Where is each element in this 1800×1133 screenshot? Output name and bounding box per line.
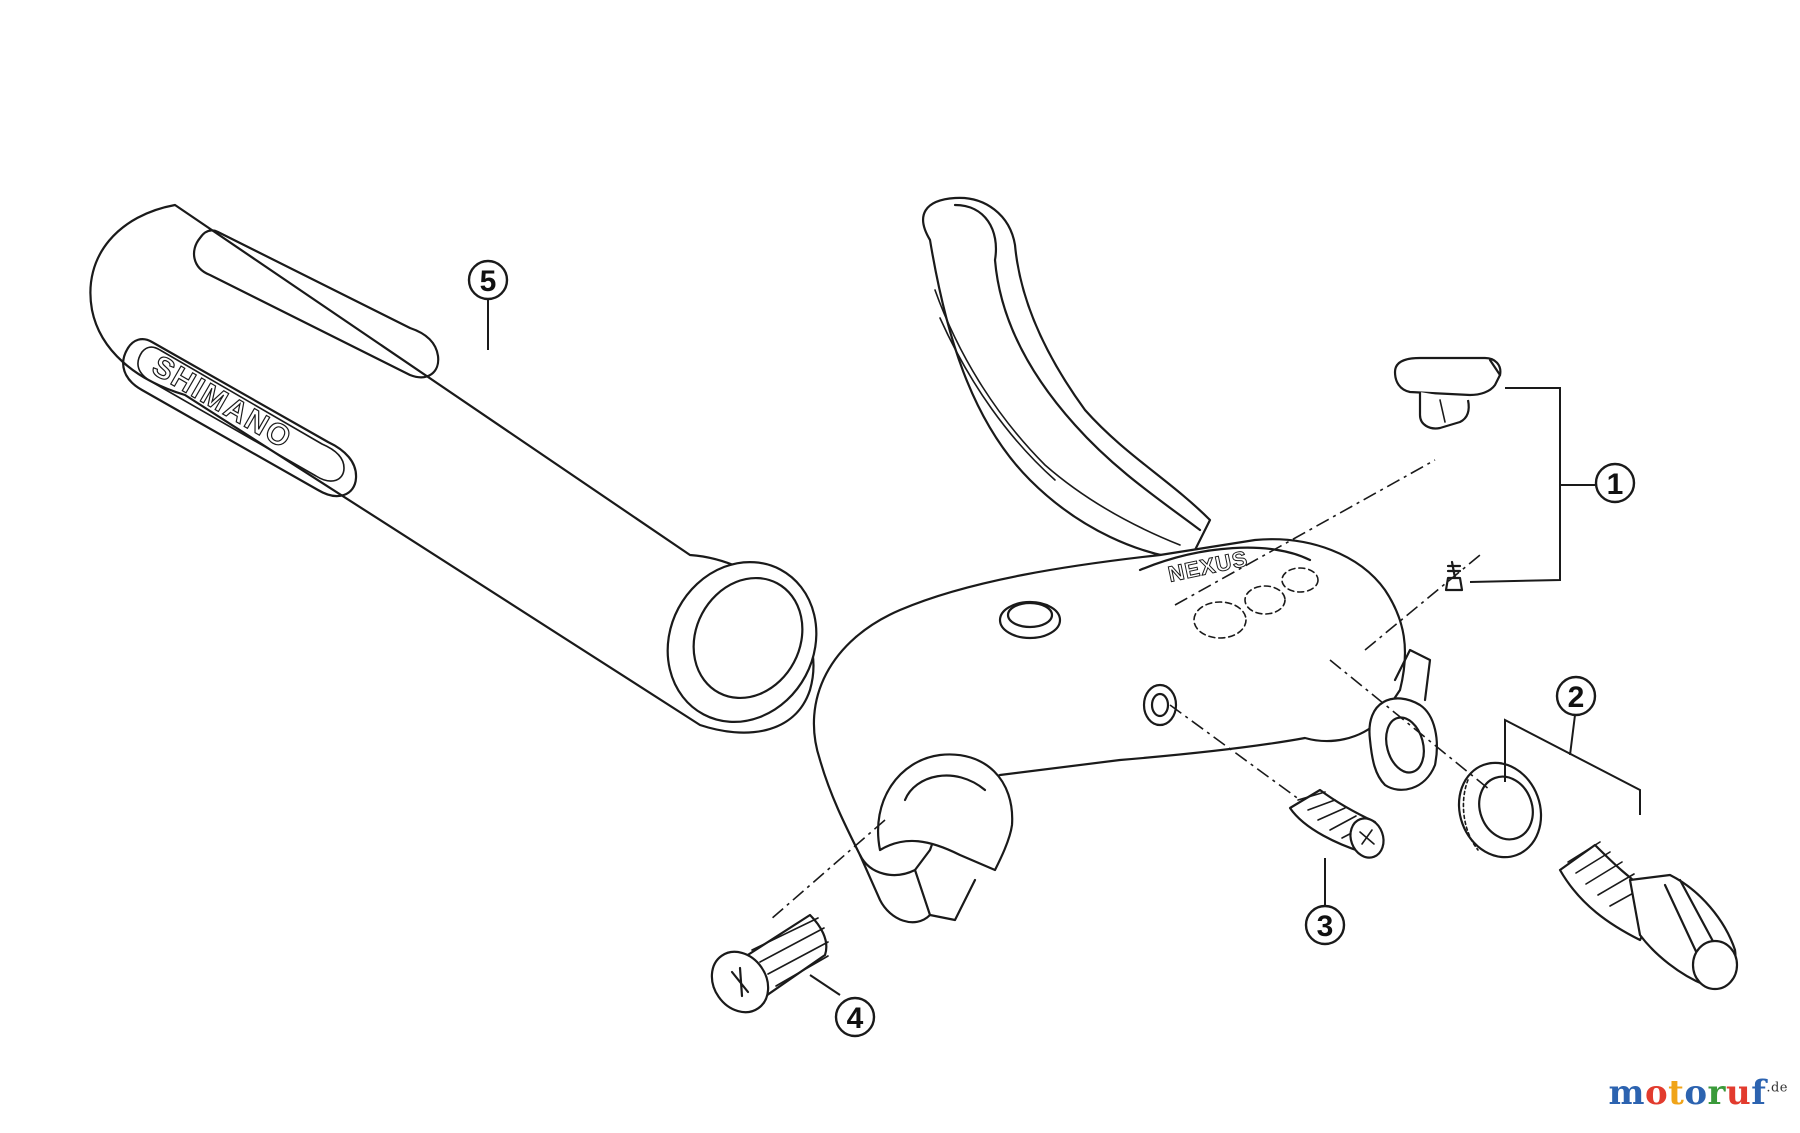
callout-2-label: 2: [1568, 681, 1585, 714]
watermark-letter: o: [1644, 1073, 1669, 1113]
grip-part: SHIMANO: [89, 203, 818, 734]
callout-3-label: 3: [1317, 910, 1334, 943]
brake-lever-body: NEXUS: [812, 196, 1438, 924]
callout-5-label: 5: [480, 265, 497, 298]
leader-lines: [487, 295, 1641, 996]
part-2-barrel-adjuster: [1558, 841, 1739, 991]
callout-4-label: 4: [847, 1002, 864, 1035]
part-3-screw: [1288, 788, 1385, 859]
callout-3: 3: [1304, 904, 1346, 946]
part-4-bolt: [710, 913, 829, 1014]
watermark-letter: m: [1608, 1073, 1645, 1113]
watermark-letter: t: [1668, 1073, 1685, 1113]
callout-1-label: 1: [1607, 468, 1624, 501]
callout-4: 4: [834, 996, 876, 1038]
callout-2: 2: [1555, 675, 1597, 717]
watermark-suffix: .de: [1766, 1080, 1788, 1096]
watermark-letter: o: [1684, 1073, 1708, 1113]
watermark-letter: u: [1725, 1073, 1752, 1113]
motoruf-watermark-logo: motoruf.de: [1608, 1073, 1788, 1113]
watermark-letter: r: [1707, 1073, 1726, 1113]
watermark-letter: f: [1751, 1073, 1767, 1113]
callout-5: 5: [467, 259, 509, 301]
part-2-locknut: [1457, 761, 1543, 859]
callout-1: 1: [1594, 462, 1636, 504]
part-1-anchor: [1393, 356, 1502, 430]
